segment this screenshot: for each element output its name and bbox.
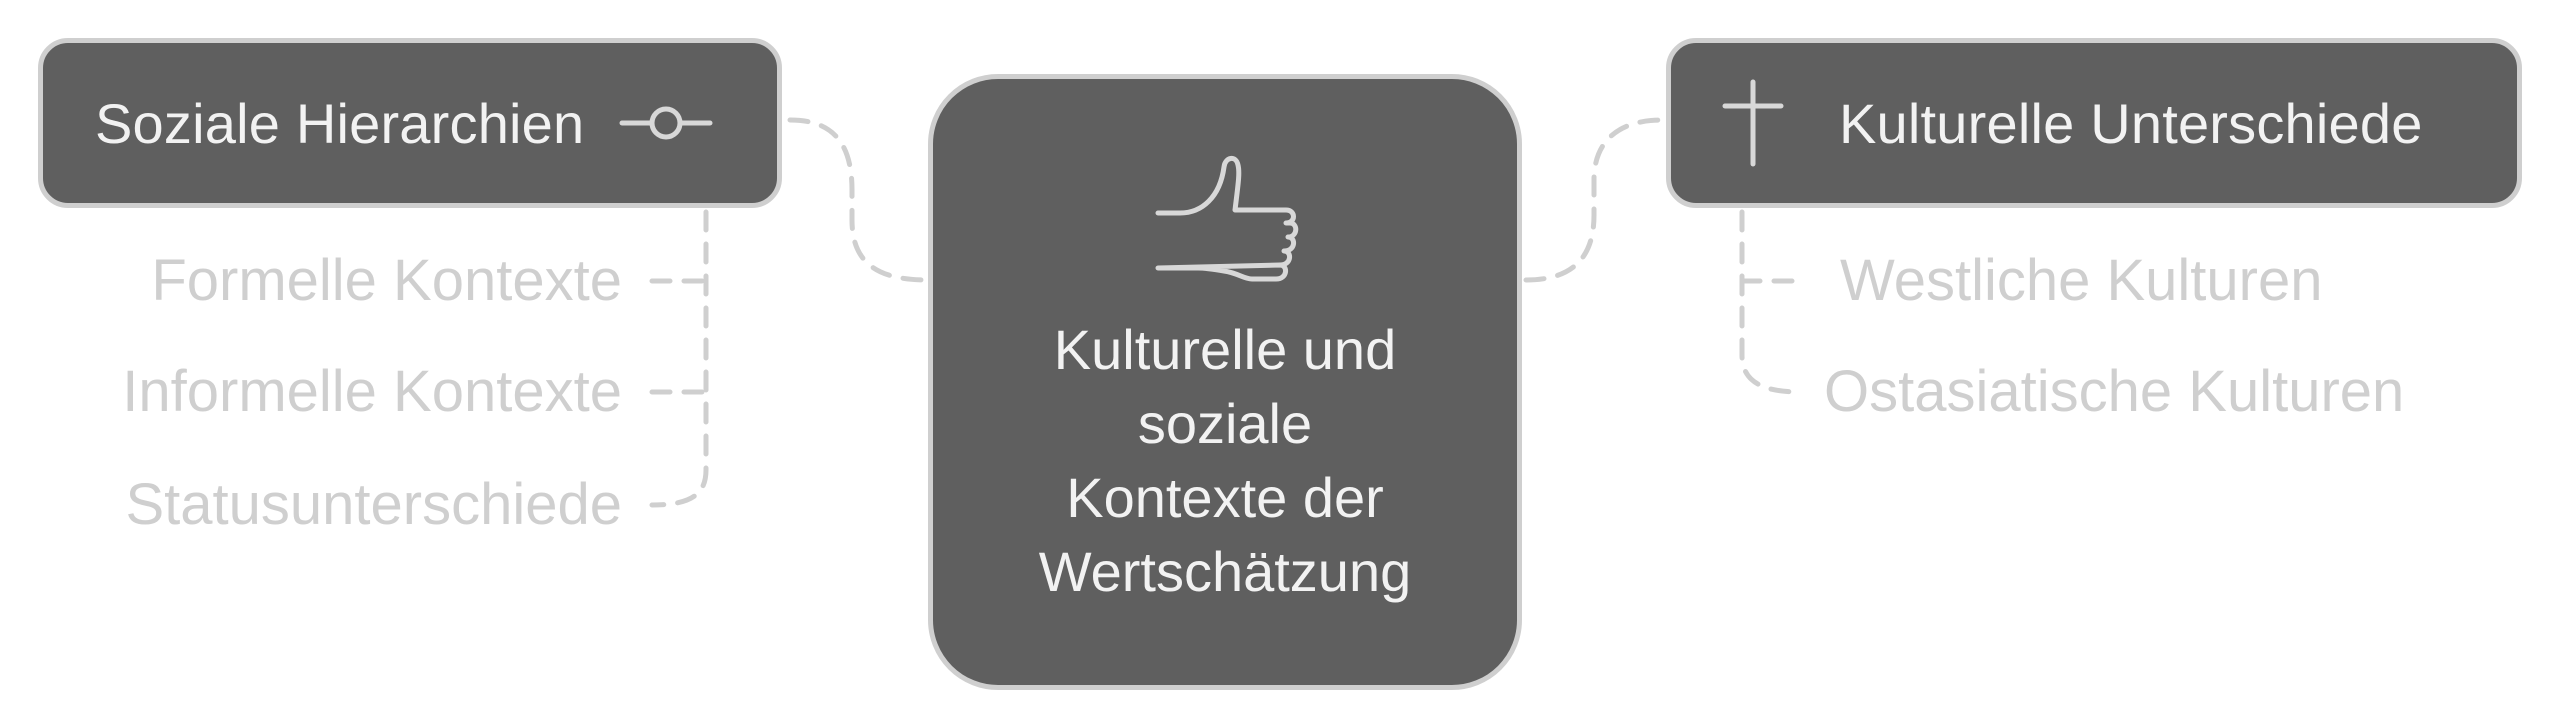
branch-label-right: Kulturelle Unterschiede (1839, 91, 2423, 155)
connector-right-center (1523, 117, 1665, 283)
center-title: Kulturelle und soziale Kontexte der Wert… (1038, 318, 1412, 603)
connector-left-trunk (649, 209, 709, 508)
commit-node-icon (618, 103, 714, 143)
branch-label-left: Soziale Hierarchien (95, 91, 585, 155)
leaf-formelle-kontexte[interactable]: Formelle Kontexte (151, 248, 622, 313)
branch-node-kulturelle-unterschiede[interactable]: Kulturelle Unterschiede (1666, 38, 2522, 208)
branch-node-soziale-hierarchien[interactable]: Soziale Hierarchien (38, 38, 782, 208)
leaf-statusunterschiede[interactable]: Statusunterschiede (125, 472, 622, 537)
connector-right-trunk (1739, 209, 1803, 395)
connector-left-center (787, 117, 931, 283)
cross-icon (1721, 78, 1785, 168)
leaf-informelle-kontexte[interactable]: Informelle Kontexte (122, 359, 622, 424)
leaf-ostasiatische-kulturen[interactable]: Ostasiatische Kulturen (1824, 359, 2405, 424)
thumbs-up-icon (1150, 155, 1300, 291)
center-node[interactable]: Kulturelle und soziale Kontexte der Wert… (928, 74, 1522, 690)
leaf-westliche-kulturen[interactable]: Westliche Kulturen (1840, 248, 2323, 313)
